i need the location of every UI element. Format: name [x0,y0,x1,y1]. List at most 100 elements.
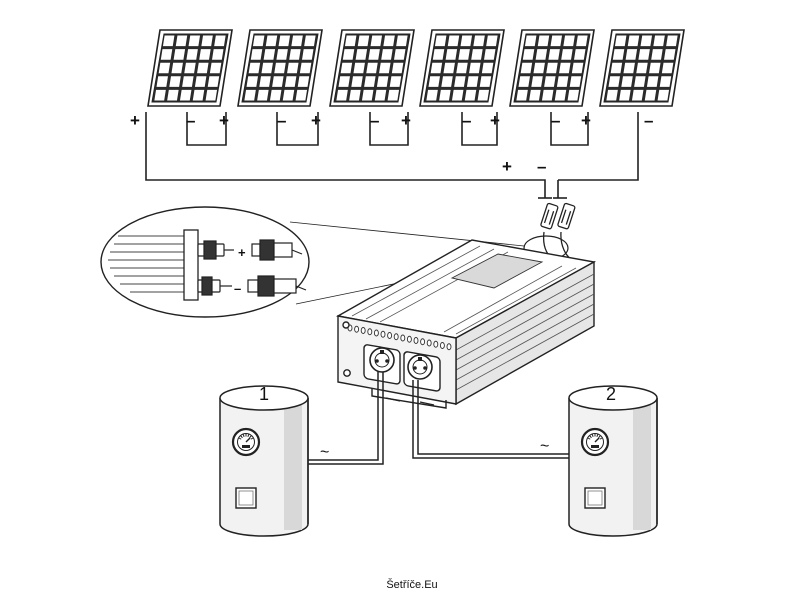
solar-cell [349,89,361,101]
solar-cell [261,62,273,74]
solar-cell [546,62,558,74]
output-cables [308,372,574,465]
solar-cell [391,62,404,74]
solar-cell [638,49,650,60]
panel-plus-sign: + [401,111,411,130]
solar-cell [445,49,458,60]
solar-cell [612,49,625,60]
vent-slot [413,337,419,344]
panel-minus-sign: – [551,111,560,130]
panel-plus-sign: + [311,111,321,130]
vent-slot [439,342,445,349]
solar-cell [664,49,676,60]
inverter-foot [371,388,447,409]
solar-cell [289,49,301,60]
solar-cell [338,76,350,87]
solar-cell [535,49,548,60]
vent-slot [406,335,412,343]
solar-cell [479,76,492,87]
cable-to-heater-2 [412,380,574,459]
inset-inverter-edge [183,229,199,301]
solar-cell [214,35,226,47]
solar-cell [179,89,192,101]
solar-cell [394,49,406,60]
solar-cell [278,35,291,47]
solar-cell [428,76,440,87]
inverter-side-fins [455,273,595,391]
solar-panel [147,29,233,107]
panel-minus-sign: – [370,111,379,130]
solar-cell [368,49,380,60]
panel-plus-sign: + [581,111,591,130]
solar-cell [451,89,464,101]
panel-minus-sign: – [644,111,653,130]
solar-cell [567,89,580,101]
water-heater-1 [219,385,309,537]
panel-plus-sign: + [130,111,140,130]
solar-cell [631,89,644,101]
solar-cell [370,35,383,47]
solar-cell [287,62,299,74]
solar-cell [458,49,470,60]
solar-cell [336,89,348,101]
solar-cell [383,35,395,47]
solar-panel [237,29,323,107]
inset-minus-sign: – [234,281,241,296]
heater-top-cap [568,385,658,411]
solar-cell [263,49,276,60]
heater-shading [284,398,302,530]
solar-cell [621,76,633,87]
vent-slot [433,340,439,348]
solar-cell [361,89,374,101]
series-jumper [276,112,319,146]
panel-minus-sign: – [462,111,471,130]
solar-cell [443,62,455,74]
solar-cell [154,89,166,101]
cable-to-heater-1 [308,372,384,465]
solar-cell [355,49,368,60]
solar-cell [544,76,556,87]
solar-cell [477,89,490,101]
solar-cell [441,76,453,87]
solar-cell [627,35,640,47]
solar-cell [379,62,391,74]
solar-cell [351,76,363,87]
vent-slot [426,339,432,347]
solar-cell [666,35,678,47]
inverter-foot-tab [385,397,401,402]
solar-cell [259,76,271,87]
heater-switch [235,487,257,509]
string-plus-sign: + [502,157,512,176]
solar-cell [291,35,303,47]
solar-cell [541,89,554,101]
solar-panel [329,29,415,107]
series-jumper [186,112,227,146]
vent-slot [420,338,426,346]
string-minus-sign: – [537,157,546,176]
solar-cell [173,49,186,60]
solar-cell [366,62,378,74]
cable-to-heater-2 [417,380,574,455]
solar-cell [160,49,173,60]
solar-cell [182,76,194,87]
outlet-1 [363,344,401,385]
solar-cell [610,62,623,74]
solar-cell [156,76,168,87]
vent-slot [380,330,386,338]
series-jumper [461,112,498,146]
inset-ellipse [100,206,310,318]
panel-plus-sign: + [490,111,500,130]
solar-cell [434,35,447,47]
solar-cell [192,89,205,101]
inverter-top-grooves [351,245,577,335]
solar-cell [537,35,550,47]
solar-cell [244,89,256,101]
series-jumper [550,112,589,146]
solar-cell [276,49,288,60]
solar-cell [559,62,571,74]
solar-cell [569,76,582,87]
solar-cell [426,89,438,101]
solar-cell [302,49,314,60]
ac-wire-label-1: ~ [320,444,329,461]
solar-cell [432,49,445,60]
